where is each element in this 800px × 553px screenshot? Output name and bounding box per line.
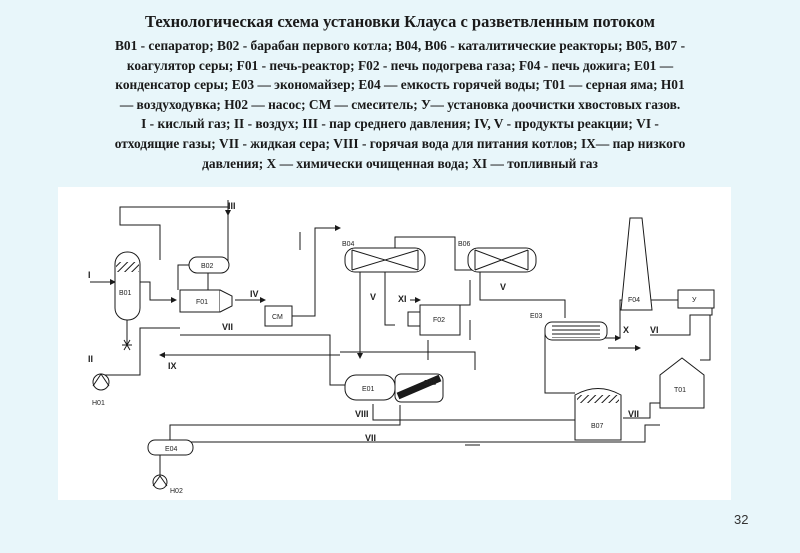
label-e01: Е01 (362, 386, 375, 393)
label-u: У (692, 297, 697, 304)
label-cm: СМ (272, 314, 283, 321)
label-f04: F04 (628, 297, 640, 304)
legend-caption: В01 - сепаратор; В02 - барабан первого к… (40, 36, 760, 173)
stream-label-iii: III (228, 201, 236, 211)
label-b06: В06 (458, 241, 471, 248)
sulfur-coagulator-b05: В05 (394, 373, 444, 403)
label-b01: В01 (119, 290, 132, 297)
stream-label-vi: VI (650, 325, 659, 335)
sulfur-pit-t01: Т01 (659, 357, 705, 409)
afterburner-stack-f04: F04 (620, 217, 653, 311)
label-f02: F02 (433, 317, 445, 324)
boiler-drum-b02: В02 (188, 256, 230, 274)
stream-label-v2: V (500, 282, 506, 292)
gas-heater-f02: F02 (407, 304, 461, 336)
mixer-cm: СМ (264, 305, 293, 327)
sulfur-coagulator-b07: В07 (574, 388, 622, 441)
separator-b01: В01 (114, 251, 141, 351)
stream-label-v1: V (370, 292, 376, 302)
furnace-reactor-f01: F01 (179, 289, 233, 313)
stream-label-ii: II (88, 354, 93, 364)
label-b07: В07 (591, 423, 604, 430)
label-b02: В02 (201, 263, 214, 270)
stream-label-vii-2: VII (628, 409, 639, 419)
stream-label-iv: IV (250, 289, 259, 299)
stream-label-viii: VIII (355, 409, 369, 419)
stream-label-ix: IX (168, 361, 177, 371)
caption-line: конденсатор серы; Е03 — экономайзер; Е04… (115, 77, 685, 93)
caption-line: коагулятор серы; F01 - печь-реактор; F02… (126, 57, 674, 73)
tail-gas-unit-u: У (677, 289, 715, 309)
label-h01: Н01 (92, 400, 105, 407)
stream-label-vii-1: VII (222, 322, 233, 332)
hot-water-tank-e04: Е04 (147, 439, 194, 456)
slide-title: Технологическая схема установки Клауса с… (145, 12, 655, 31)
sulfur-condenser-e01: Е01 (344, 374, 396, 401)
caption-line: В01 - сепаратор; В02 - барабан первого к… (114, 38, 686, 53)
stream-label-x: X (623, 325, 629, 335)
label-e03: Е03 (530, 313, 543, 320)
pump-h02: Н02 (152, 474, 183, 495)
pipelines (90, 200, 713, 480)
caption-line: — воздуходувка; Н02 — насос; СМ — смесит… (119, 96, 681, 112)
label-t01: Т01 (674, 387, 686, 394)
caption-line: отходящие газы; VII - жидкая сера; VIII … (114, 135, 686, 151)
catalytic-reactor-b04: В04 (342, 241, 426, 273)
label-b04: В04 (342, 241, 355, 248)
label-f01: F01 (196, 299, 208, 306)
label-h02: Н02 (170, 488, 183, 495)
blower-h01: Н01 (92, 373, 110, 407)
stream-label-vii-3: VII (365, 433, 376, 443)
caption-line: давления; Х — химически очищенная вода; … (202, 155, 598, 171)
catalytic-reactor-b06: В06 (458, 241, 537, 273)
page-number: 32 (734, 512, 749, 527)
economizer-e03: Е03 (530, 313, 608, 341)
label-b05: В05 (424, 380, 437, 387)
stream-label-xi: XI (398, 294, 407, 304)
process-flow-diagram: I II III IV V V VI VII VII VII VIII IX X… (58, 187, 731, 500)
stream-labels: I II III IV V V VI VII VII VII VIII IX X… (88, 201, 659, 443)
label-e04: Е04 (165, 446, 178, 453)
stream-label-i: I (88, 270, 91, 280)
caption-line: I - кислый газ; II - воздух; III - пар с… (141, 116, 659, 132)
